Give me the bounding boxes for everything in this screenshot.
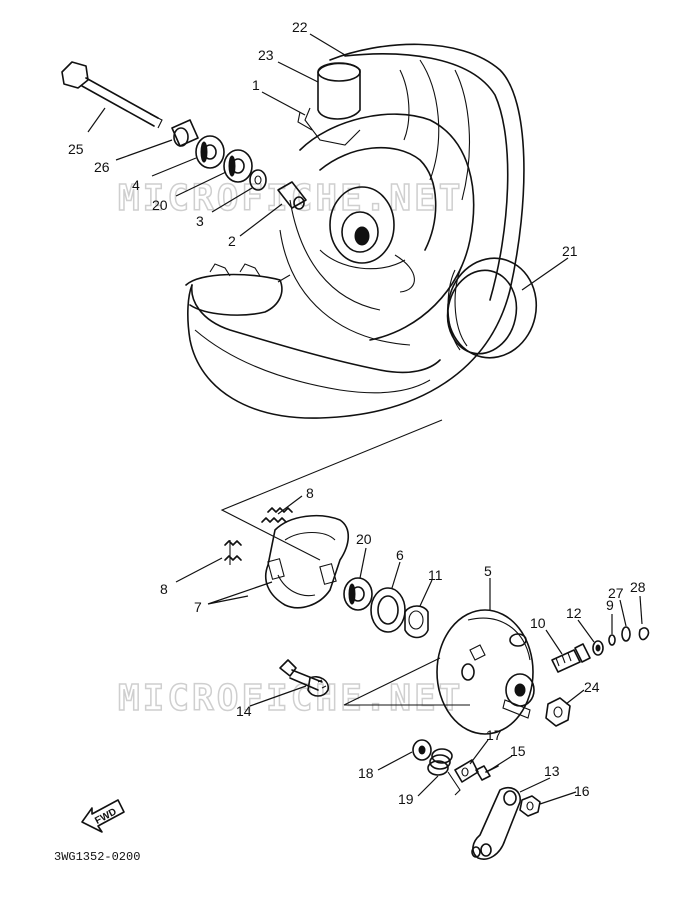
- brake-drum-ring: [446, 257, 538, 359]
- callout-9: 9: [606, 597, 614, 613]
- callout-26: 26: [94, 159, 110, 175]
- bearing-20-lower: [343, 577, 373, 611]
- bearing-4: [195, 135, 225, 169]
- callout-14: 14: [236, 703, 252, 719]
- diagram-code: 3WG1352-0200: [54, 850, 140, 864]
- washer-27: [621, 626, 631, 642]
- watermark-bottom: MICROFICHE.NET: [118, 678, 463, 719]
- indicator-17: [454, 759, 479, 783]
- callout-5: 5: [484, 563, 492, 579]
- collar-11: [404, 605, 429, 639]
- brake-shoes-7: [264, 514, 350, 609]
- clip-9: [608, 634, 616, 646]
- callout-13: 13: [544, 763, 560, 779]
- bolt-10: [551, 643, 591, 673]
- assembly-divider: [220, 419, 443, 561]
- bearing-20-upper: [223, 149, 253, 183]
- spring-8-upper: [261, 507, 293, 523]
- spacer-2: [277, 181, 307, 210]
- pin-28: [638, 627, 650, 641]
- oil-seal-6: [370, 587, 406, 633]
- fwd-label: FWD: [93, 806, 118, 826]
- callout-6: 6: [396, 547, 404, 563]
- nut-24: [545, 697, 571, 727]
- nut-16: [519, 795, 541, 817]
- wheel: [185, 43, 525, 419]
- callout-15: 15: [510, 743, 526, 759]
- callout-8-lower: 8: [160, 581, 168, 597]
- callout-3: 3: [196, 213, 204, 229]
- callout-22: 22: [292, 19, 308, 35]
- callout-4: 4: [132, 177, 140, 193]
- spring-8-lower: [224, 540, 242, 565]
- spring-19: [427, 748, 461, 796]
- callout-7: 7: [194, 599, 202, 615]
- cam-lever-13: [471, 786, 521, 860]
- callout-18: 18: [358, 765, 374, 781]
- callout-20-upper: 20: [152, 197, 168, 213]
- leader-lines: [87, 33, 643, 805]
- washer-12: [592, 640, 604, 656]
- camshaft-divider: [343, 657, 470, 706]
- callout-24: 24: [584, 679, 600, 695]
- callout-23: 23: [258, 47, 274, 63]
- axle-25: [61, 61, 163, 129]
- camshaft-14: [279, 659, 329, 697]
- callout-11: 11: [428, 567, 443, 583]
- callout-28: 28: [630, 579, 646, 595]
- callout-numbers: 22 23 1 25 26 4 20 3 2 21 8 8 7 20 6 11 …: [68, 19, 646, 807]
- callout-10: 10: [530, 615, 546, 631]
- washer-18: [412, 739, 432, 761]
- bolt-15: [475, 765, 499, 781]
- washer-3: [249, 169, 267, 191]
- brake-shoe-plate-5: [436, 609, 535, 735]
- callout-17: 17: [486, 727, 502, 743]
- callout-21: 21: [562, 243, 578, 259]
- callout-25: 25: [68, 141, 84, 157]
- callout-12: 12: [566, 605, 582, 621]
- callout-8-upper: 8: [306, 485, 314, 501]
- callout-16: 16: [574, 783, 590, 799]
- callout-19: 19: [398, 791, 414, 807]
- collar-26: [171, 119, 199, 147]
- callout-20-lower: 20: [356, 531, 372, 547]
- fwd-arrow-icon: FWD: [81, 799, 125, 833]
- callout-1: 1: [252, 77, 260, 93]
- callout-2: 2: [228, 233, 236, 249]
- watermark-top: MICROFICHE.NET: [118, 178, 463, 219]
- callout-27: 27: [608, 585, 624, 601]
